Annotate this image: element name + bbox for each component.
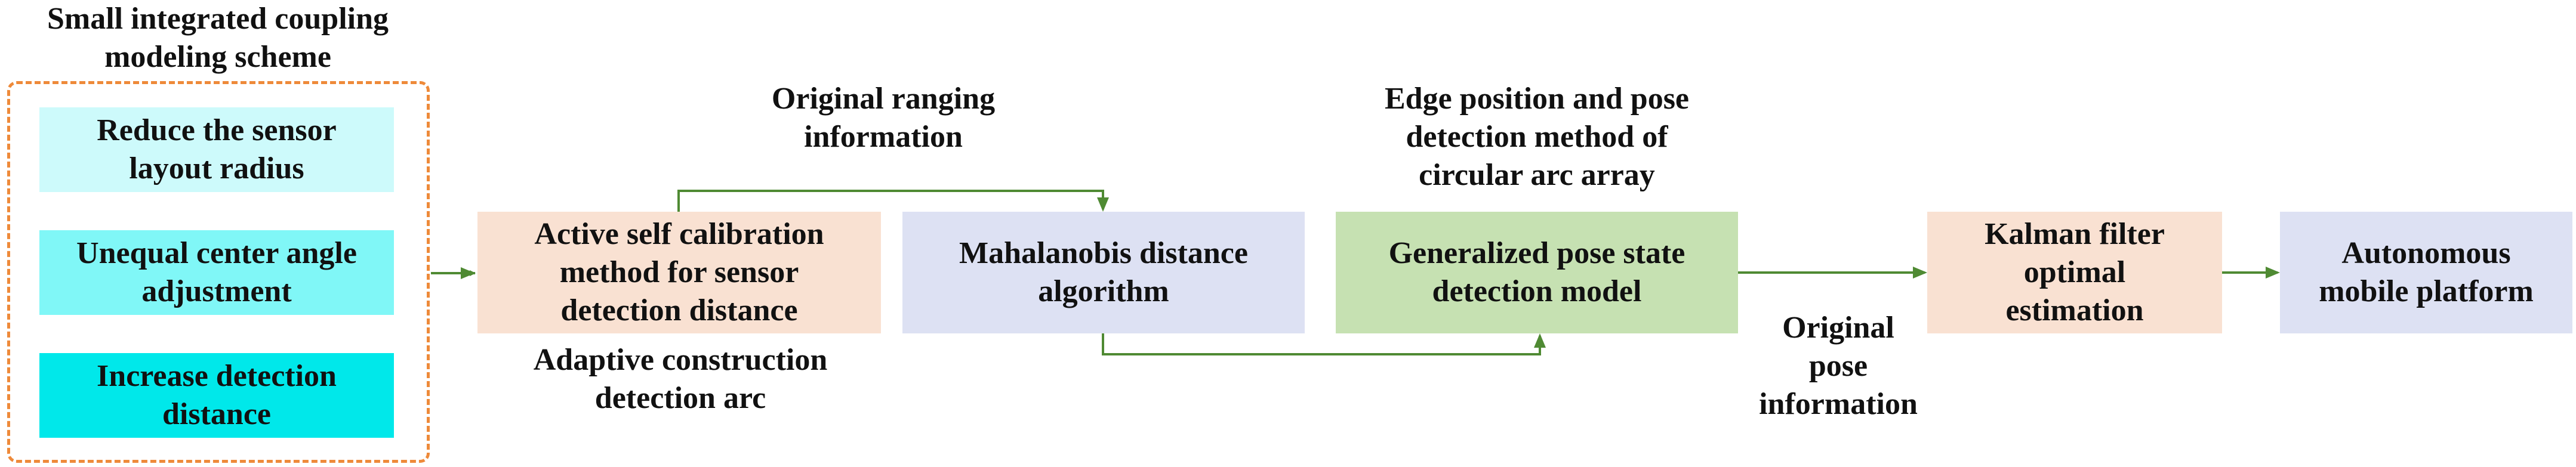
- scheme-item-increase-distance: Increase detection distance: [39, 353, 394, 438]
- node-kalman-filter: Kalman filter optimal estimation: [1927, 212, 2222, 333]
- node-generalized-pose-state: Generalized pose state detection model: [1336, 212, 1738, 333]
- arrowhead-pose: [1534, 333, 1546, 348]
- arrowhead-kalman: [1913, 267, 1927, 279]
- label-adaptive-arc: Adaptive construction detection arc: [533, 343, 828, 415]
- scheme-item-reduce-radius: Reduce the sensor layout radius: [39, 107, 394, 192]
- arrowhead-calibration: [461, 267, 475, 279]
- scheme-item-unequal-angle: Unequal center angle adjustment: [39, 230, 394, 315]
- label-original-ranging: Original ranging information: [771, 82, 996, 154]
- label-edge-position: Edge position and pose detection method …: [1384, 82, 1690, 192]
- arrowhead-mahalanobis: [1097, 197, 1109, 212]
- scheme-group-border: [7, 81, 430, 463]
- node-autonomous-platform: Autonomous mobile platform: [2280, 212, 2572, 333]
- node-mahalanobis-distance: Mahalanobis distance algorithm: [902, 212, 1305, 333]
- arrow-mahalanobis-to-pose: [1102, 333, 1541, 355]
- scheme-title: Small integrated coupling modeling schem…: [47, 2, 389, 74]
- arrowhead-platform: [2266, 267, 2280, 279]
- arrow-calibration-to-mahalanobis: [677, 190, 1104, 212]
- arrow-heads: [461, 197, 2280, 348]
- node-active-self-calibration: Active self calibration method for senso…: [477, 212, 881, 333]
- label-original-pose: Original pose information: [1759, 311, 1918, 421]
